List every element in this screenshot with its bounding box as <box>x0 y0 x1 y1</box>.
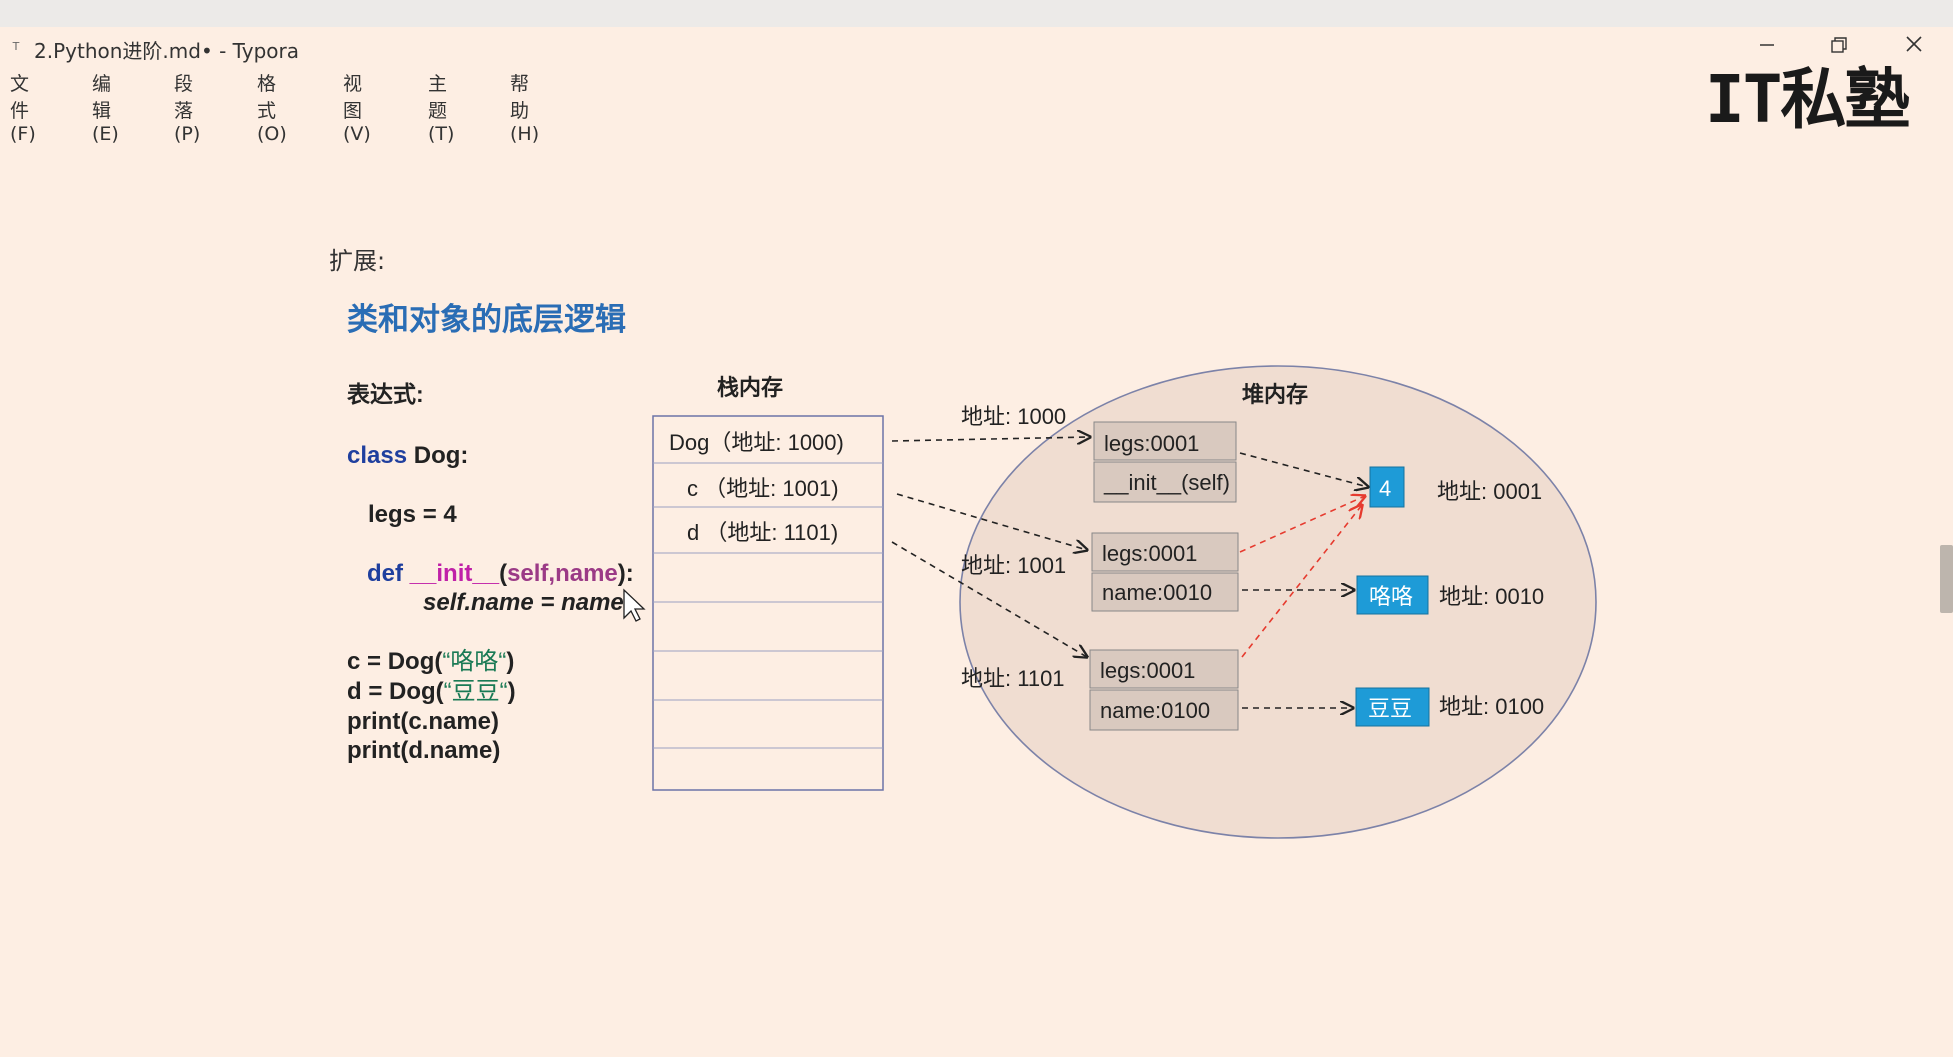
stack-cell-dog: Dog（地址: 1000) <box>669 430 844 455</box>
code-assign-line: self.name = name <box>423 589 624 616</box>
mouse-cursor-icon <box>623 588 646 622</box>
arrow-dog-to-class-object <box>891 437 1090 441</box>
value-box-4 <box>1369 466 1405 508</box>
title-bar: T 2.Python进阶.md• - Typora <box>0 27 1953 67</box>
code-paren-open: ( <box>499 560 507 587</box>
arrow-d-to-d-object <box>891 541 1087 657</box>
code-c-post: ) <box>506 648 514 675</box>
restore-icon <box>1831 37 1847 53</box>
diagram-title: 类和对象的底层逻辑 <box>347 302 626 338</box>
value-text-4: 4 <box>1379 476 1391 501</box>
document-area[interactable]: 扩展: <box>0 99 1953 1057</box>
stack-cell-c: c （地址: 1001) <box>687 476 839 501</box>
code-print-c: print(c.name) <box>347 708 499 735</box>
code-d-line: d = Dog(“豆豆“) <box>347 678 516 705</box>
top-strip <box>0 0 1953 27</box>
code-init-name: __init__ <box>409 560 500 587</box>
c-instance-object: legs:0001 name:0010 <box>1091 532 1239 612</box>
typora-app-icon: T <box>12 40 20 53</box>
minimize-button[interactable] <box>1752 32 1782 58</box>
scrollbar-thumb[interactable] <box>1940 545 1953 613</box>
arrow-dog-legs-to-4 <box>1239 452 1368 487</box>
close-button[interactable] <box>1899 32 1929 58</box>
expand-label: 扩展: <box>329 247 386 275</box>
restore-button[interactable] <box>1823 32 1853 58</box>
heap-addr-d: 地址: 1101 <box>961 666 1065 691</box>
code-class-name: Dog: <box>407 442 468 469</box>
menu-view[interactable]: 视图(V) <box>343 73 371 145</box>
code-print-d: print(d.name) <box>347 737 500 764</box>
d-obj-legs: legs:0001 <box>1100 658 1195 683</box>
it-sishu-logo: IT私塾 <box>1705 61 1910 138</box>
stack-cell-d: d （地址: 1101) <box>687 520 838 545</box>
stack-table-border <box>652 415 884 791</box>
menu-help[interactable]: 帮助(H) <box>510 73 540 145</box>
dog-obj-init: __init__(self) <box>1103 470 1230 495</box>
arrow-c-to-c-object <box>896 493 1087 550</box>
heap-addr-c: 地址: 1001 <box>961 553 1066 578</box>
dog-obj-legs: legs:0001 <box>1104 431 1199 456</box>
stack-table: Dog（地址: 1000) c （地址: 1001) d （地址: 1101) <box>652 415 884 791</box>
value-addr-gege: 地址: 0010 <box>1439 584 1544 609</box>
d-instance-object: legs:0001 name:0100 <box>1089 649 1239 731</box>
arrow-c-legs-to-4 <box>1239 496 1365 553</box>
code-d-pre: d = Dog( <box>347 678 444 705</box>
code-paren-close: ): <box>618 560 634 587</box>
heap-label: 堆内存 <box>1242 382 1308 408</box>
menu-theme[interactable]: 主题(T) <box>428 73 455 145</box>
menu-edit[interactable]: 编辑(E) <box>92 73 119 145</box>
code-params: self,name <box>507 560 618 587</box>
code-c-line: c = Dog(“咯咯“) <box>347 648 514 675</box>
c-obj-legs: legs:0001 <box>1102 541 1197 566</box>
code-def-keyword: def <box>367 560 404 587</box>
code-def-line: def __init__(self,name): <box>367 560 634 587</box>
code-c-arg: “咯咯“ <box>442 648 506 675</box>
heap-addr-dog: 地址: 1000 <box>961 404 1066 429</box>
code-d-post: ) <box>508 678 516 705</box>
value-box-doudou <box>1355 687 1430 727</box>
expression-label: 表达式: <box>347 381 424 407</box>
code-c-pre: c = Dog( <box>347 648 442 675</box>
minimize-icon <box>1760 44 1774 46</box>
code-d-arg: “豆豆“ <box>444 678 508 705</box>
value-text-doudou: 豆豆 <box>1368 696 1412 721</box>
code-class-keyword: class <box>347 442 407 469</box>
d-obj-name: name:0100 <box>1100 698 1210 723</box>
close-icon <box>1906 36 1922 52</box>
menu-format[interactable]: 格式(O) <box>257 73 287 145</box>
value-box-gege <box>1356 575 1429 615</box>
code-legs-line: legs = 4 <box>368 501 457 528</box>
dog-class-object: legs:0001 __init__(self) <box>1093 421 1237 503</box>
value-addr-4: 地址: 0001 <box>1437 479 1542 504</box>
stack-label: 栈内存 <box>717 375 783 401</box>
menu-paragraph[interactable]: 段落(P) <box>174 73 201 145</box>
code-class-line: class Dog: <box>347 442 468 469</box>
menu-file[interactable]: 文件(F) <box>10 73 36 145</box>
window-title: 2.Python进阶.md• - Typora <box>34 39 300 63</box>
value-text-gege: 咯咯 <box>1369 584 1413 609</box>
c-obj-name: name:0010 <box>1102 580 1212 605</box>
value-addr-doudou: 地址: 0100 <box>1439 694 1544 719</box>
